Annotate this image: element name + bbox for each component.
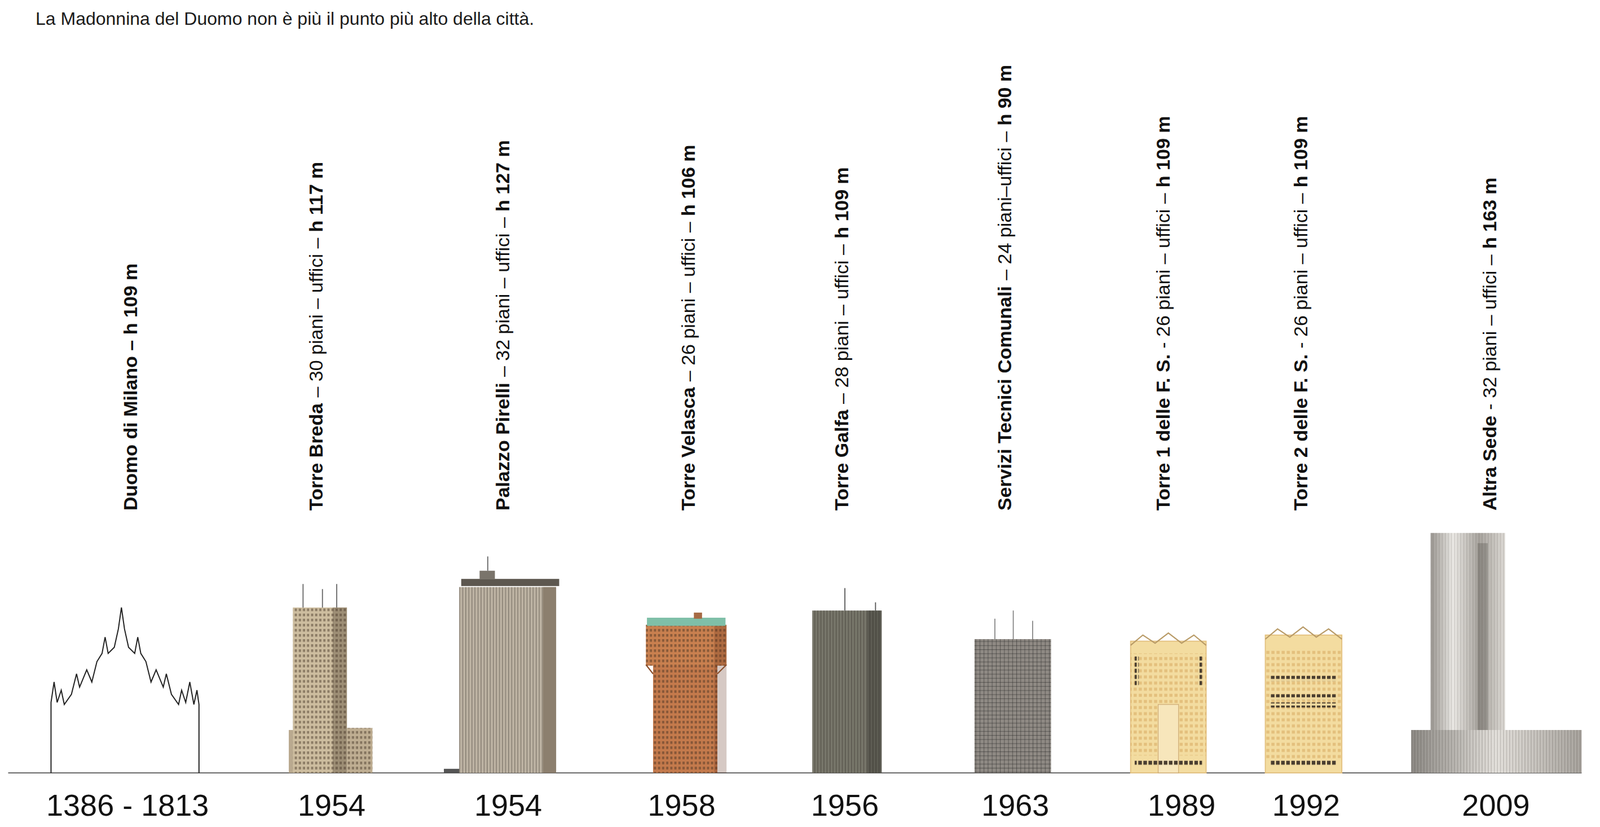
building-label: Servizi Tecnici Comunali – 24 piani–uffic… <box>994 64 1017 510</box>
building-shade <box>1477 543 1488 738</box>
window-grid <box>812 610 882 773</box>
building-name: Torre Velasca <box>677 386 700 511</box>
building-info: – 24 piani–uffici – <box>994 130 1016 280</box>
building-info: - 26 piani – uffici – <box>1152 192 1174 348</box>
building-name: h 163 m <box>1478 177 1501 249</box>
building-shade <box>332 607 347 773</box>
velasca-figure <box>645 612 727 773</box>
building-shade <box>867 610 882 773</box>
building-name: Torre 2 delle F. S. <box>1289 354 1312 511</box>
building-label: Duomo di Milano – h 109 m <box>119 262 142 510</box>
building-tower <box>459 587 557 773</box>
roof-slab <box>461 578 560 586</box>
window-grid <box>346 727 373 773</box>
building-name: Torre Breda <box>305 402 327 510</box>
building-name: Palazzo Pirelli <box>491 382 514 511</box>
building-info: – 30 piani – uffici – <box>305 237 327 398</box>
antenna <box>994 610 1033 639</box>
window-grid <box>1265 648 1343 761</box>
year-label: 1989 <box>1147 789 1216 821</box>
year-label: 1956 <box>810 789 879 821</box>
building-shaft <box>653 663 718 773</box>
window-band <box>1270 702 1338 708</box>
building-shade <box>543 587 557 773</box>
year-label: 1992 <box>1272 789 1341 821</box>
roof-box <box>693 612 702 619</box>
building-name: Torre 1 delle F. S. <box>1152 354 1174 511</box>
year-label: 1954 <box>297 789 366 821</box>
side-windows <box>1134 655 1139 686</box>
building-name: h 109 m <box>1152 115 1174 188</box>
roof-crown <box>1265 626 1343 639</box>
building-tower <box>1130 641 1207 773</box>
window-grid <box>653 663 718 773</box>
torre-fs1-figure <box>1130 632 1207 773</box>
antenna <box>844 587 876 611</box>
year-label: 1386 - 1813 <box>46 789 209 821</box>
antenna <box>302 583 337 608</box>
building-tower <box>812 610 882 773</box>
building-tower <box>292 607 347 773</box>
window-grid <box>292 607 347 773</box>
building-shade <box>714 624 727 773</box>
podium <box>1411 729 1582 773</box>
building-wing <box>346 727 373 773</box>
green-roof <box>646 617 726 626</box>
antenna <box>487 556 489 571</box>
building-label: Altra Sede - 32 piani – uffici – h 163 m <box>1478 177 1501 511</box>
building-name: h 106 m <box>677 144 700 217</box>
torre-breda-figure <box>288 583 373 773</box>
building-tower <box>1265 635 1343 773</box>
building-name: Torre Galfa <box>830 409 853 511</box>
side-windows <box>1197 655 1202 686</box>
building-info: – 26 piani – uffici – <box>677 221 700 382</box>
roof-box <box>479 570 495 579</box>
building-tower <box>1430 532 1506 738</box>
building-label: Torre 1 delle F. S. - 26 piani – uffici –… <box>1152 115 1175 510</box>
year-label: 2009 <box>1461 789 1530 821</box>
building-name: Duomo di Milano – h 109 m <box>119 262 141 510</box>
building-label: Torre Galfa – 28 piani – uffici – h 109 m <box>830 166 853 511</box>
building-info: - 26 piani – uffici – <box>1289 192 1312 348</box>
building-tower <box>974 638 1052 773</box>
year-label: 1963 <box>981 789 1049 821</box>
ground-line <box>7 772 1582 774</box>
window-grid <box>974 638 1052 773</box>
bracket <box>645 664 727 674</box>
heading: La Madonnina del Duomo non è più il punt… <box>35 7 535 30</box>
building-info: - 32 piani – uffici – <box>1478 254 1501 410</box>
pirelli-figure <box>443 556 559 773</box>
building-info: – 32 piani – uffici – <box>491 217 514 377</box>
year-label: 1954 <box>474 789 542 821</box>
torre-fs2-figure <box>1265 626 1343 773</box>
galfa-figure <box>812 587 882 773</box>
building-label: Palazzo Pirelli – 32 piani – uffici – h 12… <box>491 139 514 511</box>
servizi-figure <box>974 610 1052 773</box>
window-grid <box>1430 532 1506 738</box>
building-name: h 109 m <box>1289 115 1312 188</box>
window-grid <box>459 587 543 773</box>
building-label: Torre Breda – 30 piani – uffici – h 117 m <box>305 161 328 510</box>
duomo-outline <box>50 607 199 773</box>
building-name: h 109 m <box>830 166 853 239</box>
building-label: Torre Velasca – 26 piani – uffici – h 106 … <box>677 144 700 511</box>
building-name: Altra Sede <box>1478 415 1501 510</box>
base-windows <box>1134 760 1202 766</box>
building-label: Torre 2 delle F. S. - 26 piani – uffici –… <box>1289 115 1312 510</box>
altra-sede-figure <box>1411 532 1582 773</box>
building-name: Servizi Tecnici Comunali <box>994 285 1016 511</box>
window-band <box>1270 675 1338 681</box>
building-name: h 127 m <box>491 139 514 212</box>
year-label: 1958 <box>648 789 716 821</box>
podium-windows <box>1411 729 1582 773</box>
roof-crown <box>1130 632 1207 646</box>
building-name: h 90 m <box>994 64 1016 126</box>
window-band <box>1270 694 1338 700</box>
building-info: – 28 piani – uffici – <box>830 244 853 404</box>
base-windows <box>1270 760 1338 766</box>
building-name: h 117 m <box>305 161 327 232</box>
